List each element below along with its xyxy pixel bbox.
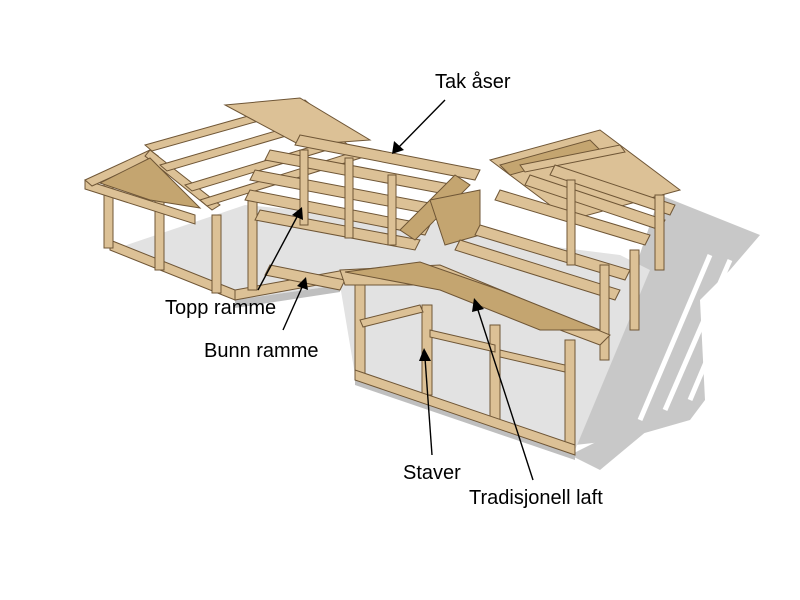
stave-post bbox=[421, 304, 433, 396]
middle-section bbox=[244, 134, 481, 291]
staves-label: Staver bbox=[403, 462, 461, 484]
bottom-frame-beam bbox=[264, 264, 346, 291]
traditional-laft-label: Tradisjonell laft bbox=[469, 487, 603, 509]
shadow-slats bbox=[637, 254, 748, 421]
right-wing bbox=[339, 129, 682, 456]
roof-purlins-label: Tak åser bbox=[435, 71, 511, 93]
top-frame-beam bbox=[254, 209, 421, 251]
label-roof-purlins: Tak åser bbox=[392, 71, 511, 154]
label-top-frame: Topp ramme bbox=[165, 207, 303, 319]
label-staves: Staver bbox=[403, 348, 461, 484]
label-bottom-frame: Bunn ramme bbox=[204, 277, 319, 362]
bottom-frame-label: Bunn ramme bbox=[204, 340, 319, 362]
ground-shadow bbox=[570, 195, 760, 470]
top-frame-label: Topp ramme bbox=[165, 297, 276, 319]
roof-purlin bbox=[294, 134, 481, 181]
label-traditional-laft: Tradisjonell laft bbox=[469, 298, 603, 509]
